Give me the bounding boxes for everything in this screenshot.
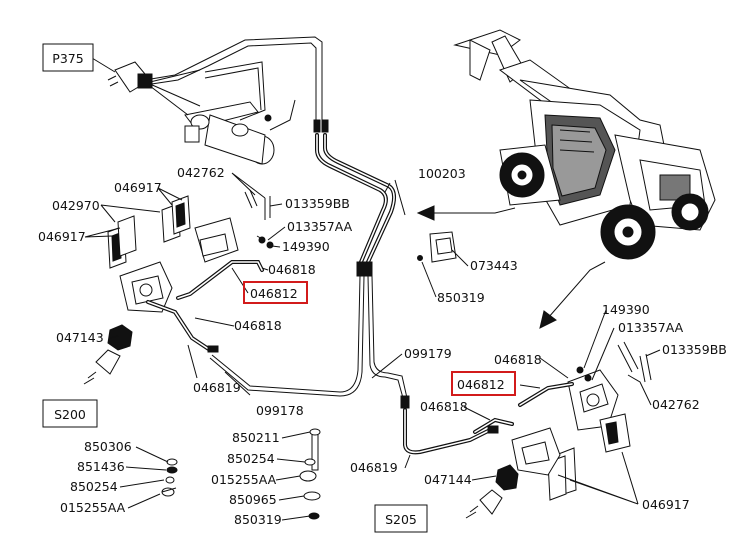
s205-label: S205 (385, 512, 417, 527)
part-label-015255aa: 015255AA (211, 472, 277, 487)
main-brake-hoses (209, 133, 410, 409)
part-label-850965: 850965 (229, 492, 277, 507)
part-label-073443: 073443 (470, 258, 518, 273)
part-label-149390: 149390 (282, 239, 330, 254)
part-label-850319: 850319 (437, 290, 485, 305)
fasteners-center-stack (299, 428, 321, 520)
part-label-047144: 047144 (424, 472, 472, 487)
boxed-labels: P375 S200 S205 (42, 43, 428, 533)
part-label-850254: 850254 (70, 479, 118, 494)
part-label-013359bb: 013359BB (285, 196, 350, 211)
part-label-099178: 099178 (256, 403, 304, 418)
highlight-046812-right (451, 371, 516, 396)
part-label-851436: 851436 (77, 459, 125, 474)
part-label-149390: 149390 (602, 302, 650, 317)
part-label-046917: 046917 (114, 180, 162, 195)
part-label-042762: 042762 (177, 165, 225, 180)
part-label-046917: 046917 (38, 229, 86, 244)
s200-label: S200 (54, 407, 86, 422)
part-label-042762: 042762 (652, 397, 700, 412)
left-caliper-assembly (83, 189, 274, 385)
bracket-073443 (417, 231, 457, 263)
part-label-013357aa: 013357AA (618, 320, 684, 335)
s200-box (42, 399, 98, 428)
part-label-046812-highlighted: 046812 (250, 286, 298, 301)
pressure-switch-p375 (107, 61, 201, 116)
part-label-046819: 046819 (193, 380, 241, 395)
part-label-850254: 850254 (227, 451, 275, 466)
telehandler-illustration (453, 29, 716, 260)
part-label-850319: 850319 (234, 512, 282, 527)
part-number-labels: 042762 046917 042970 046917 013359BB 013… (38, 165, 727, 527)
p375-label: P375 (52, 51, 83, 66)
part-label-046819: 046819 (350, 460, 398, 475)
leader-lines (84, 57, 661, 521)
part-label-850306: 850306 (84, 439, 132, 454)
direction-arrows (416, 205, 606, 329)
part-label-013357aa: 013357AA (287, 219, 353, 234)
fasteners-left-stack (161, 458, 178, 497)
part-label-015255aa: 015255AA (60, 500, 126, 515)
p375-box (42, 43, 94, 72)
part-label-046818: 046818 (420, 399, 468, 414)
master-cylinder-assembly (144, 36, 329, 165)
part-label-099179: 099179 (404, 346, 452, 361)
part-label-046818: 046818 (268, 262, 316, 277)
s205-box (374, 504, 428, 533)
part-label-046917: 046917 (642, 497, 690, 512)
part-label-100203: 100203 (418, 166, 466, 181)
part-label-850211: 850211 (232, 430, 280, 445)
right-caliper-assembly (403, 341, 652, 519)
part-label-046818: 046818 (494, 352, 542, 367)
part-label-047143: 047143 (56, 330, 104, 345)
part-label-046818: 046818 (234, 318, 282, 333)
part-label-042970: 042970 (52, 198, 100, 213)
part-label-046812-highlighted: 046812 (457, 377, 505, 392)
highlight-046812-left (243, 281, 308, 304)
part-label-013359bb: 013359BB (662, 342, 727, 357)
